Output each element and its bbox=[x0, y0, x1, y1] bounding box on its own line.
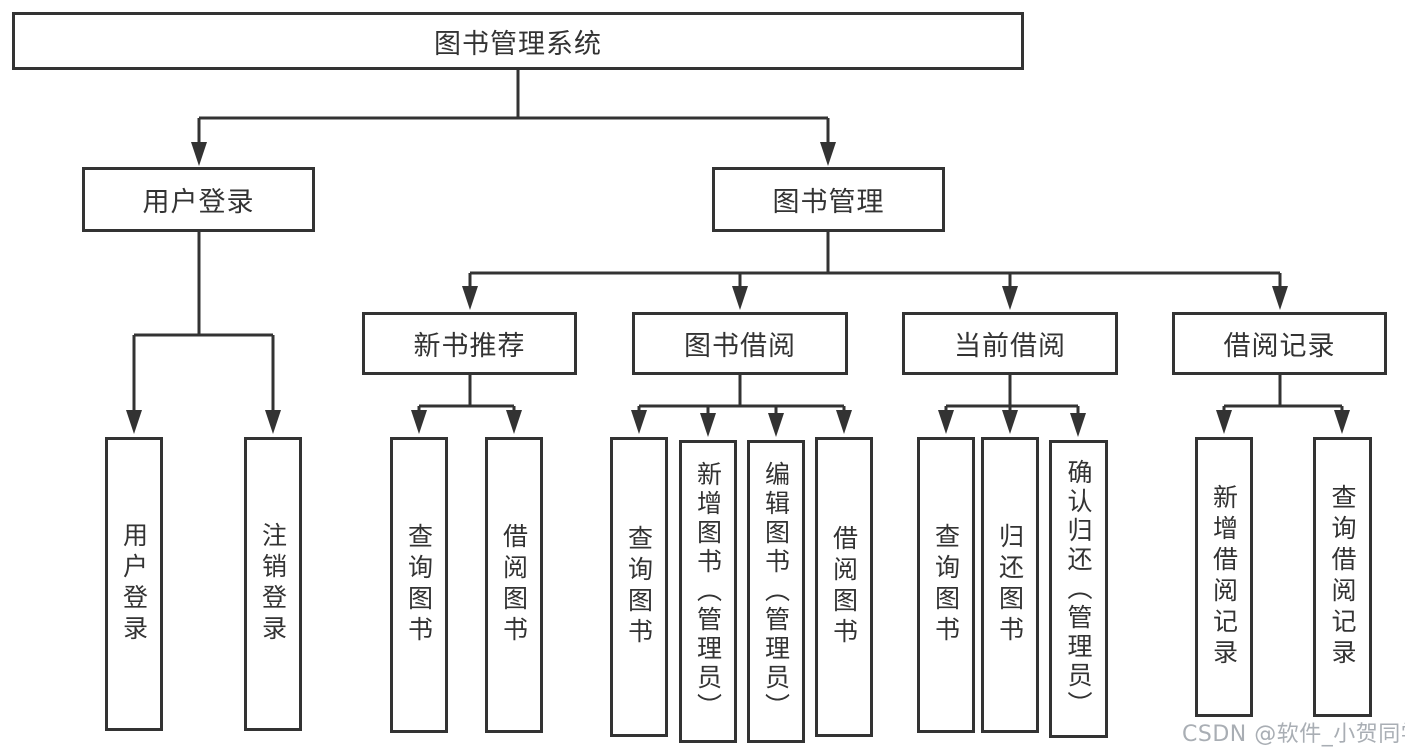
connector-userlogin-to-leaves bbox=[132, 232, 275, 418]
leaf-label: 编辑图书（管理员） bbox=[761, 461, 791, 722]
leaf-label: 查询借阅记录 bbox=[1328, 484, 1357, 670]
leaf-label: 归还图书 bbox=[995, 523, 1025, 647]
leaf-current-confirm-return-admin: 确认归还（管理员） bbox=[1049, 440, 1108, 738]
arrowhead-icon bbox=[820, 142, 836, 166]
leaf-label: 借阅图书 bbox=[499, 523, 529, 647]
arrowhead-icon bbox=[1334, 410, 1350, 434]
leaf-borrow-borrow-book: 借阅图书 bbox=[815, 437, 873, 737]
arrowhead-icon bbox=[191, 142, 207, 166]
leaf-current-query-book: 查询图书 bbox=[917, 437, 975, 733]
leaf-label: 新增图书（管理员） bbox=[693, 461, 723, 722]
node-book-borrow-label: 图书借阅 bbox=[684, 331, 796, 362]
connector-records-to-leaves bbox=[1222, 375, 1344, 418]
leaf-label: 用户登录 bbox=[119, 522, 149, 646]
leaf-borrow-add-book-admin: 新增图书（管理员） bbox=[679, 440, 737, 743]
leaf-recommend-borrow-book: 借阅图书 bbox=[485, 437, 543, 733]
node-borrow-records-label: 借阅记录 bbox=[1223, 331, 1336, 362]
connector-bookmgmt-to-level3 bbox=[468, 232, 1282, 294]
arrowhead-icon bbox=[1272, 286, 1288, 310]
node-new-book-recommend-label: 新书推荐 bbox=[413, 331, 526, 362]
arrowhead-icon bbox=[1002, 286, 1018, 310]
connector-root-to-level2 bbox=[197, 70, 830, 152]
arrowhead-icon bbox=[1002, 410, 1018, 434]
leaf-borrow-edit-book-admin: 编辑图书（管理员） bbox=[747, 440, 805, 743]
node-new-book-recommend: 新书推荐 bbox=[362, 312, 577, 375]
arrowhead-icon bbox=[700, 413, 716, 437]
node-current-borrow: 当前借阅 bbox=[902, 312, 1118, 375]
watermark: CSDN @软件_小贺同学 bbox=[1182, 722, 1405, 747]
arrowhead-icon bbox=[631, 410, 647, 434]
arrowhead-icon bbox=[938, 410, 954, 434]
leaf-label: 新增借阅记录 bbox=[1209, 484, 1239, 670]
leaf-user-logout: 注销登录 bbox=[244, 437, 302, 731]
leaf-records-query-borrow-record: 查询借阅记录 bbox=[1313, 437, 1372, 717]
connector-borrow-to-leaves bbox=[637, 375, 846, 420]
node-book-management-label: 图书管理 bbox=[772, 187, 885, 218]
arrowhead-icon bbox=[732, 286, 748, 310]
leaf-label: 查询图书 bbox=[624, 525, 654, 649]
node-book-management: 图书管理 bbox=[712, 167, 945, 232]
leaf-recommend-query-book: 查询图书 bbox=[390, 437, 448, 733]
leaf-label: 借阅图书 bbox=[829, 525, 859, 649]
node-user-login: 用户登录 bbox=[82, 167, 315, 232]
node-root: 图书管理系统 bbox=[12, 12, 1024, 70]
connector-recommend-to-leaves bbox=[417, 375, 516, 418]
node-borrow-records: 借阅记录 bbox=[1172, 312, 1387, 375]
arrowhead-icon bbox=[126, 410, 142, 434]
arrowhead-icon bbox=[411, 410, 427, 434]
arrowhead-icon bbox=[265, 410, 281, 434]
node-book-borrow: 图书借阅 bbox=[632, 312, 848, 375]
arrowhead-icon bbox=[462, 286, 478, 310]
leaf-label: 查询图书 bbox=[404, 523, 434, 647]
arrowhead-icon bbox=[836, 410, 852, 434]
arrowhead-icon bbox=[506, 410, 522, 434]
leaf-user-login: 用户登录 bbox=[105, 437, 163, 731]
leaf-records-add-borrow-record: 新增借阅记录 bbox=[1195, 437, 1253, 717]
leaf-label: 确认归还（管理员） bbox=[1064, 458, 1093, 720]
node-current-borrow-label: 当前借阅 bbox=[954, 331, 1066, 362]
node-root-label: 图书管理系统 bbox=[434, 28, 602, 60]
leaf-borrow-query-book: 查询图书 bbox=[610, 437, 668, 737]
node-user-login-label: 用户登录 bbox=[142, 187, 255, 218]
arrowhead-icon bbox=[768, 413, 784, 437]
leaf-label: 注销登录 bbox=[258, 522, 288, 646]
leaf-current-return-book: 归还图书 bbox=[981, 437, 1039, 733]
leaf-label: 查询图书 bbox=[931, 523, 961, 647]
arrowhead-icon bbox=[1070, 413, 1086, 437]
arrowhead-icon bbox=[1216, 410, 1232, 434]
